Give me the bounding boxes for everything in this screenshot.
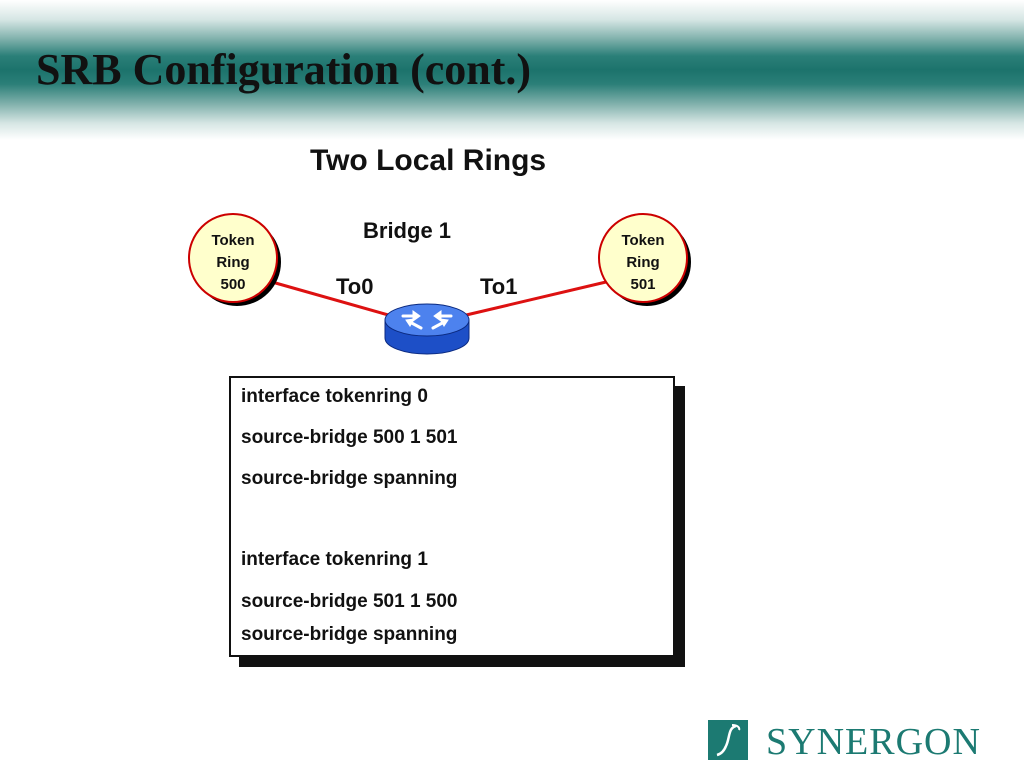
interface-label-to1: To1 bbox=[480, 274, 518, 299]
ring-label-line: 500 bbox=[220, 276, 246, 293]
header-band bbox=[0, 0, 1024, 140]
config-line: source-bridge 500 1 501 bbox=[241, 427, 458, 448]
token-ring-501-label: Token Ring 501 bbox=[598, 230, 688, 296]
token-ring-500 bbox=[188, 213, 281, 306]
config-line: interface tokenring 0 bbox=[241, 386, 428, 407]
ring-label-line: Token bbox=[211, 232, 255, 249]
logo-mark-icon bbox=[708, 720, 748, 760]
ring-label-line: 501 bbox=[630, 276, 656, 293]
slide-title: SRB Configuration (cont.) bbox=[36, 45, 532, 94]
diagram-title: Two Local Rings bbox=[310, 144, 547, 177]
config-line: source-bridge 501 1 500 bbox=[241, 591, 458, 612]
logo-text: SYNERGON bbox=[766, 721, 981, 763]
config-line: interface tokenring 1 bbox=[241, 549, 428, 570]
router-icon bbox=[384, 303, 470, 355]
bridge-label: Bridge 1 bbox=[363, 218, 452, 243]
ring-label-line: Ring bbox=[216, 254, 250, 271]
link-ring500-router bbox=[271, 280, 393, 318]
config-line: source-bridge spanning bbox=[241, 468, 458, 489]
ring-label-line: Ring bbox=[626, 254, 660, 271]
ring-label-line: Token bbox=[621, 232, 665, 249]
config-box: interface tokenring 0 source-bridge 500 … bbox=[229, 376, 675, 657]
interface-label-to0: To0 bbox=[336, 274, 374, 299]
config-line: source-bridge spanning bbox=[241, 624, 458, 645]
link-ring501-router bbox=[461, 280, 607, 318]
token-ring-501 bbox=[598, 213, 691, 306]
token-ring-500-label: Token Ring 500 bbox=[188, 230, 278, 296]
